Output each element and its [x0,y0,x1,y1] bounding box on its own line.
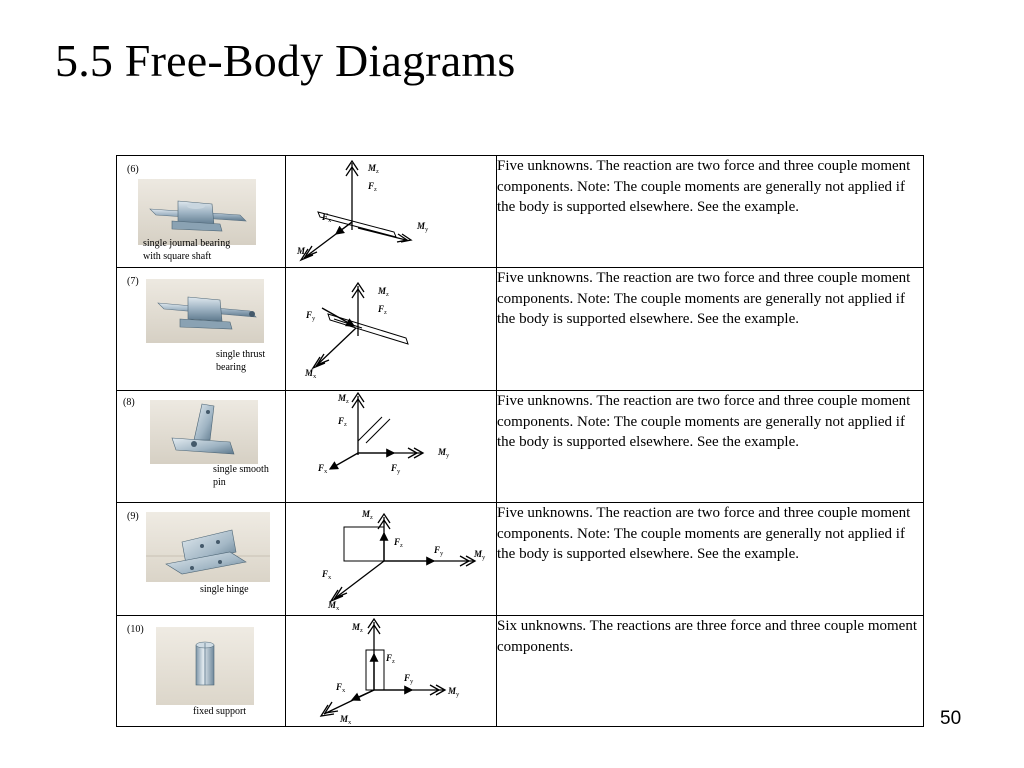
shaft-outline [327,313,409,345]
fz-label: Fz [367,181,377,193]
table-row: (10) fixed support [116,615,924,727]
journal-bearing-photo [138,179,256,245]
mz-label: Mz [351,622,363,634]
double-arrowhead-icon [396,233,413,243]
mx-label: Mx [327,600,340,612]
photo-caption: fixed support [193,706,247,717]
free-body-diagram: Mz Fz Fx My Mx [296,159,429,262]
double-arrowhead-icon [351,391,365,409]
fx-label: Fx [317,463,328,475]
photo-caption: single hinge [200,584,249,595]
fy-label: Fy [305,310,316,322]
description-cell: Five unknowns. The reaction are two forc… [496,502,924,616]
fz-label: Fz [337,416,347,428]
hinge-plate-outline [343,526,385,562]
fx-label: Fx [321,212,332,224]
row-number: (10) [127,624,144,635]
my-label: My [416,221,429,233]
table-row: (9) single hinge [116,502,924,616]
fbd-cell: Mz Fz My Fx Fy [285,390,497,503]
double-arrowhead-icon [407,447,425,459]
fy-label: Fy [403,673,414,685]
mx-arrow [315,327,357,367]
free-body-diagram: Mz Fz My Fx Fy [317,391,450,475]
fy-label: Fy [433,545,444,557]
fbd-cell: Mz Fz Fy Mx [285,267,497,391]
free-body-diagram: Mz Fz Fy Mx [304,281,409,380]
row-number: (8) [123,397,135,408]
thrust-bearing-photo [146,279,264,343]
mz-label: Mz [367,163,379,175]
my-label: My [473,549,486,561]
free-body-diagram: Mz Fz Fy My Fx Mx [319,617,460,726]
description-cell: Six unknowns. The reactions are three fo… [496,615,924,727]
double-arrowhead-icon [345,159,359,177]
fz-label: Fz [377,304,387,316]
fy-arrow [321,307,356,327]
mz-label: Mz [361,509,373,521]
single-hinge-photo [146,512,270,582]
fx-arrow [328,452,359,470]
fbd-cell: Mz Fz Fy My Fx Mx [285,502,497,616]
fz-label: Fz [393,537,403,549]
fbd-cell: Mz Fz Fy My Fx Mx [285,615,497,727]
mx-label: Mx [296,246,309,258]
mx-label: Mx [304,368,317,380]
photo-cell: (9) single hinge [116,502,286,616]
fz-label: Fz [385,653,395,665]
double-arrowhead-icon [377,512,391,530]
mx-label: Mx [339,714,352,726]
my-label: My [437,447,450,459]
my-arrow [357,227,407,241]
pin-outline [365,418,391,444]
double-arrowhead-icon [351,281,365,299]
double-arrowhead-icon [329,586,348,603]
free-body-diagram: Mz Fz Fy My Fx Mx [321,509,486,612]
row-number: (6) [127,164,139,175]
mz-label: Mz [377,286,389,298]
fx-label: Fx [335,682,346,694]
double-arrowhead-icon [311,353,330,370]
photo-cell: (10) fixed support [116,615,286,727]
my-label: My [447,686,460,698]
shaft-outline [317,211,397,238]
fx-label: Fx [321,569,332,581]
fx-arrow [334,221,353,235]
row-number: (9) [127,511,139,522]
double-arrowhead-icon [459,555,477,567]
fx-arrow [350,689,375,701]
double-arrowhead-icon [367,617,381,635]
page-number: 50 [940,708,962,729]
pin-outline [357,416,383,442]
description-cell: Five unknowns. The reaction are two forc… [496,155,924,268]
fixed-support-photo [156,627,254,705]
support-outline [365,649,385,691]
description-cell: Five unknowns. The reaction are two forc… [496,390,924,503]
mx-arrow [333,560,385,600]
double-arrowhead-icon [429,684,447,696]
fbd-cell: Mz Fz Fx My Mx [285,155,497,268]
smooth-pin-photo [150,400,258,464]
row-number: (7) [127,276,139,287]
fy-label: Fy [390,463,401,475]
slide-title: 5.5 Free-Body Diagrams [55,35,516,86]
double-arrowhead-icon [319,701,339,717]
description-cell: Five unknowns. The reaction are two forc… [496,267,924,391]
mz-label: Mz [337,393,349,405]
double-arrowhead-icon [299,245,318,262]
